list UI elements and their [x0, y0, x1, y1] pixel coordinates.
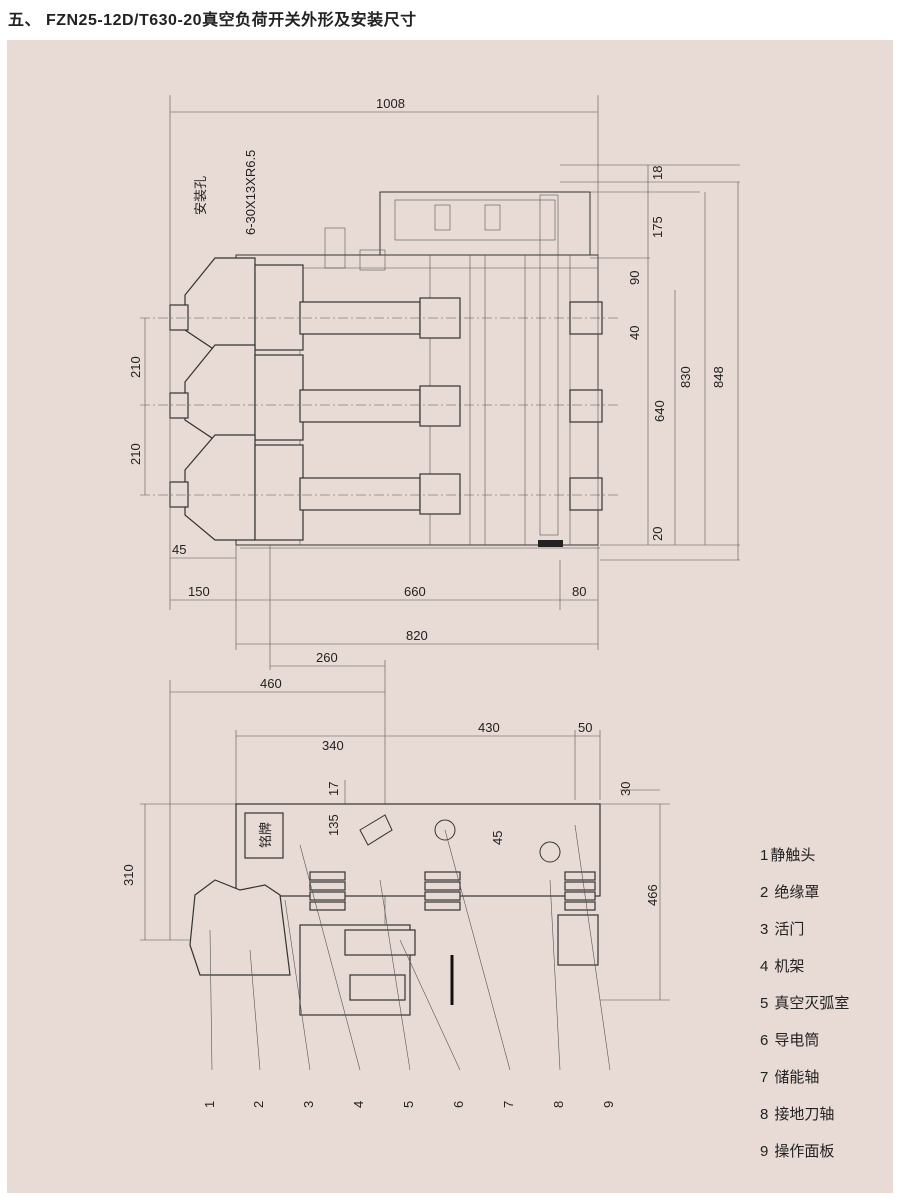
dim-17: 17 — [326, 782, 341, 796]
dim-340: 340 — [322, 738, 344, 753]
dim-45: 45 — [172, 542, 186, 557]
callout-2: 2 — [251, 1101, 266, 1108]
side-view: 铭牌 340 260 460 340 430 50 17 30 135 45 3… — [121, 650, 670, 1108]
page-title: 五、 FZN25-12D/T630-20真空负荷开关外形及安装尺寸 — [8, 12, 417, 29]
callout-numbers: 1 2 3 4 5 6 7 8 9 — [202, 1101, 616, 1108]
dim-310: 310 — [121, 864, 136, 886]
phase-a — [169, 257, 603, 351]
phase-b — [169, 344, 603, 441]
dim-80: 80 — [572, 584, 586, 599]
callout-5: 5 — [401, 1101, 416, 1108]
dim-50: 50 — [578, 720, 592, 735]
dim-175: 175 — [650, 216, 665, 238]
dim-45-side: 45 — [490, 831, 505, 845]
callout-3: 3 — [301, 1101, 316, 1108]
contact-housing — [189, 879, 291, 976]
dim-660: 660 — [404, 584, 426, 599]
nameplate-label: 铭牌 — [258, 822, 273, 848]
callout-6: 6 — [451, 1101, 466, 1108]
top-view: 安装孔 6-30X13XR6.5 1008 18 175 90 40 830 8… — [128, 95, 740, 670]
callout-9: 9 — [601, 1101, 616, 1108]
mounting-hole-spec: 6-30X13XR6.5 — [243, 150, 258, 235]
dim-150: 150 — [188, 584, 210, 599]
dim-260: 260 — [316, 650, 338, 665]
callout-7: 7 — [501, 1101, 516, 1108]
dim-1008: 1008 — [376, 96, 405, 111]
dim-460: 460 — [260, 676, 282, 691]
callout-8: 8 — [551, 1101, 566, 1108]
dim-430: 430 — [478, 720, 500, 735]
frame-side — [235, 803, 601, 897]
phase-c — [169, 434, 603, 541]
dim-135: 135 — [326, 814, 341, 836]
dim-20: 20 — [650, 527, 665, 541]
dim-848: 848 — [711, 366, 726, 388]
dim-40: 40 — [627, 326, 642, 340]
callout-4: 4 — [351, 1101, 366, 1108]
dim-210-b: 210 — [128, 443, 143, 465]
mounting-hole-label: 安装孔 — [193, 176, 208, 215]
dim-830: 830 — [678, 366, 693, 388]
dim-18: 18 — [650, 166, 665, 180]
drawing-panel — [7, 40, 893, 1193]
callout-1: 1 — [202, 1101, 217, 1108]
dim-466: 466 — [645, 884, 660, 906]
dim-640: 640 — [652, 400, 667, 422]
dim-90: 90 — [627, 271, 642, 285]
nameplate-box — [244, 812, 284, 859]
dim-30: 30 — [618, 782, 633, 796]
dim-210-a: 210 — [128, 356, 143, 378]
dim-820: 820 — [406, 628, 428, 643]
